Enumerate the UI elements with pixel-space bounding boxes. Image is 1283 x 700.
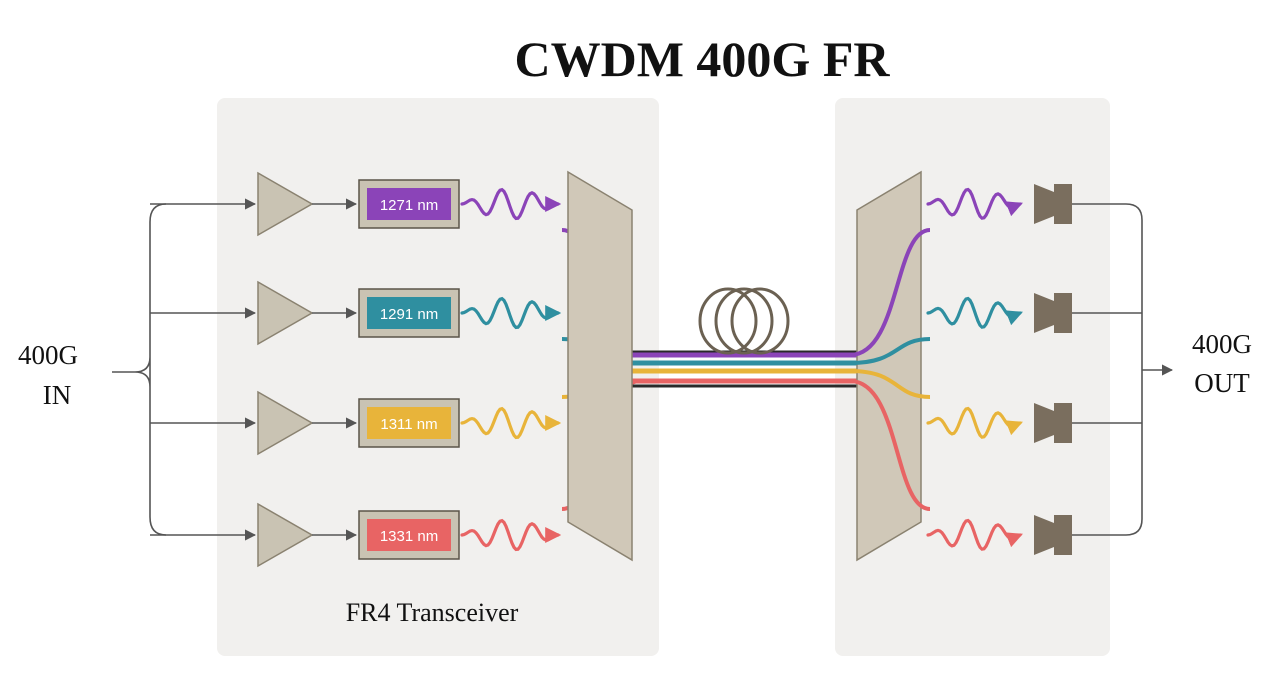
demux-output-path (849, 379, 931, 511)
lanes: 1271 nm 1291 nm 1311 nm 1331 nm (257, 171, 641, 568)
laser-label-bg (367, 297, 451, 329)
laser-label-bg (367, 188, 451, 220)
output-combiner (1072, 203, 1174, 536)
amplifier-icon (257, 280, 314, 346)
rx-signal-wave (926, 406, 1023, 439)
output-label-line2: OUT (1194, 368, 1250, 398)
output-label-line1: 400G (1192, 329, 1252, 359)
rx-lane-1 (849, 293, 1072, 365)
tx-signal-wave (460, 296, 562, 330)
fiber-coil-loop (730, 287, 790, 355)
amplifier-icon (257, 390, 314, 456)
lane-0: 1271 nm (257, 171, 641, 357)
tx-signal-wave (460, 406, 562, 440)
photodetector-icon (1034, 515, 1054, 555)
laser-label-bg (367, 519, 451, 551)
rx-signal-wave (926, 187, 1023, 220)
fiber-link (632, 287, 857, 388)
diagram-title: CWDM 400G FR (515, 31, 891, 87)
rx-lane-0 (849, 184, 1072, 357)
rx-signal-wave (926, 518, 1023, 551)
photodetector-body (1054, 403, 1072, 443)
photodetector-icon (1034, 293, 1054, 333)
fiber-coil-loop (698, 287, 758, 355)
input-splitter (112, 198, 257, 541)
rx-signal-wave (926, 296, 1023, 329)
demux-output-path (849, 337, 931, 365)
photodetector-body (1054, 515, 1072, 555)
photodetector-body (1054, 293, 1072, 333)
lane-2: 1311 nm (257, 369, 641, 456)
photodetector-icon (1034, 184, 1054, 224)
input-bus (134, 203, 167, 536)
demux-output-path (849, 369, 931, 399)
amplifier-icon (257, 171, 314, 237)
tx-signal-wave (460, 518, 562, 552)
laser-wavelength-label: 1271 nm (380, 197, 438, 214)
input-label-line2: IN (43, 380, 72, 410)
input-label-line1: 400G (18, 340, 78, 370)
amplifier-icon (257, 502, 314, 568)
transmitter-panel (217, 98, 659, 656)
demux-output-path (849, 228, 931, 357)
laser-wavelength-label: 1291 nm (380, 306, 438, 323)
laser-wavelength-label: 1331 nm (380, 528, 438, 545)
rx-lane-3 (849, 379, 1072, 555)
photodetector-icon (1034, 403, 1054, 443)
rx-lane-2 (849, 369, 1072, 443)
receivers (849, 184, 1072, 555)
laser-wavelength-label: 1311 nm (380, 416, 437, 433)
fiber-coil-loop (714, 287, 774, 355)
multiplexer (567, 170, 633, 562)
lane-3: 1331 nm (257, 379, 641, 568)
demultiplexer (856, 170, 922, 562)
transceiver-label: FR4 Transceiver (346, 598, 519, 627)
photodetector-body (1054, 184, 1072, 224)
tx-signal-wave (460, 187, 562, 221)
laser-label-bg (367, 407, 451, 439)
